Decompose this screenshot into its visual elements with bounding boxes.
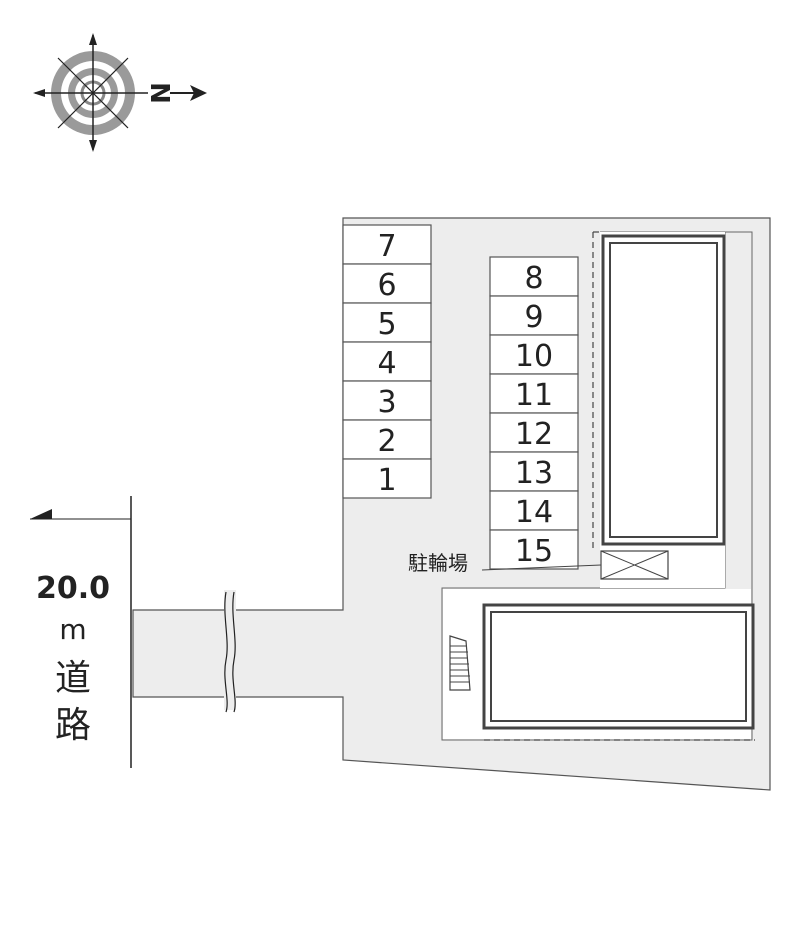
- parking-slot: [489, 451, 579, 492]
- road-width-unit: m: [59, 613, 86, 646]
- parking-slot: [489, 412, 579, 453]
- parking-slot-number: 15: [515, 534, 553, 569]
- bike-parking: 駐輪場: [408, 550, 669, 580]
- compass-north-letter: N: [144, 82, 174, 104]
- parking-slot-number: 1: [377, 463, 396, 498]
- road-break-line: [224, 591, 228, 713]
- parking-slot-number: 3: [377, 385, 396, 420]
- road-width-value: 20.0: [36, 571, 110, 606]
- bike-parking-cross: [600, 550, 669, 580]
- bike-parking-leader: [481, 564, 602, 571]
- compass-tip-left: [33, 89, 45, 97]
- road-name-line2: 路: [55, 705, 91, 746]
- road-break-marks: [224, 590, 236, 713]
- parking-slot-number: 14: [515, 495, 553, 530]
- compass-tip-bottom: [89, 140, 97, 152]
- parking-slot: [342, 458, 432, 499]
- parking-slot-number: 7: [377, 229, 396, 264]
- parking-slot-number: 12: [515, 417, 553, 452]
- parking-column-left: 7 6 5 4 3 2 1: [342, 224, 432, 499]
- road-name-line1: 道: [55, 658, 91, 699]
- parking-column-right: 8 9 10 11 12 13 14 15: [489, 256, 579, 570]
- parking-slot-number: 10: [515, 339, 553, 374]
- compass-tip-top: [89, 33, 97, 45]
- parking-slot: [489, 529, 579, 570]
- parking-slot: [489, 256, 579, 297]
- parking-slot-number: 9: [524, 300, 543, 335]
- parking-slot-number: 6: [377, 268, 396, 303]
- stairs-icon: [449, 635, 471, 691]
- north-arrow-icon: [190, 85, 207, 101]
- parking-slot: [342, 380, 432, 421]
- parking-slot: [489, 334, 579, 375]
- building-upper-inner: [609, 242, 718, 538]
- parking-slot: [489, 373, 579, 414]
- bike-parking-label: 駐輪場: [408, 551, 468, 575]
- parking-slot-number: 5: [377, 307, 396, 342]
- parking-slot-number: 4: [377, 346, 396, 381]
- parking-slot: [342, 341, 432, 382]
- road-width-arrow-icon: [30, 509, 52, 519]
- parking-slot-number: 11: [515, 378, 553, 413]
- building-lower-inner: [490, 611, 747, 722]
- parking-slot: [489, 295, 579, 336]
- parking-slot-number: 2: [377, 424, 396, 459]
- road-break-line: [232, 591, 236, 713]
- parking-slot: [342, 419, 432, 460]
- parking-slot: [342, 302, 432, 343]
- parking-slot-number: 8: [524, 261, 543, 296]
- parking-slot: [489, 490, 579, 531]
- parking-slot-number: 13: [515, 456, 553, 491]
- compass: N: [33, 33, 207, 152]
